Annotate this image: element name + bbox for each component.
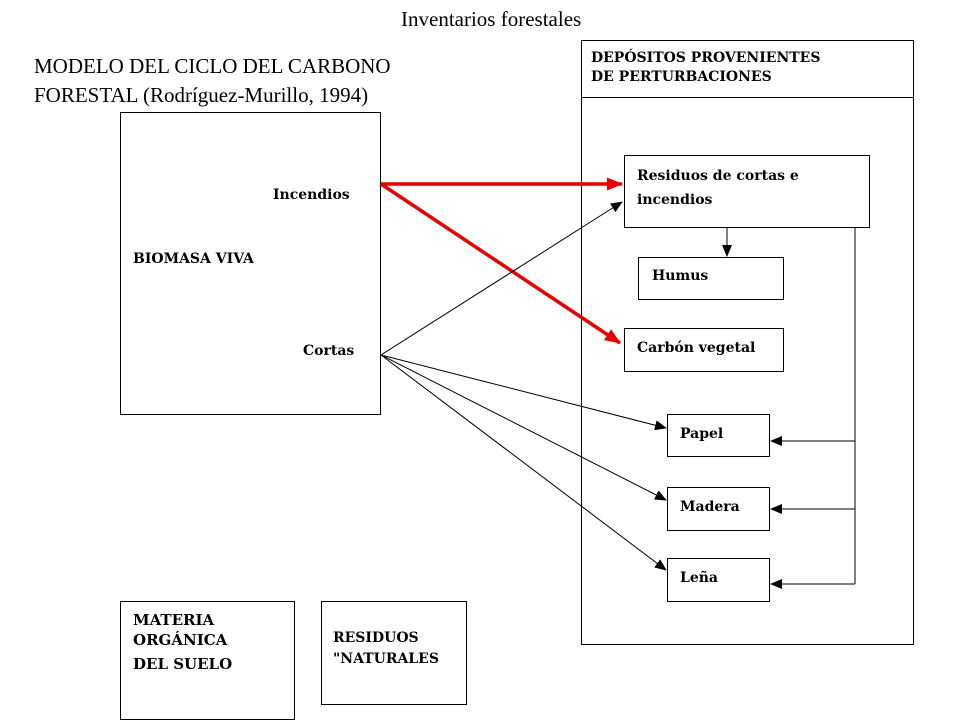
materia-organica-label: MATERIA ORGÁNICA DEL SUELO — [133, 610, 232, 674]
residuos-naturales-label: RESIDUOS "NATURALES — [333, 628, 439, 670]
materia-organica-line-1: MATERIA — [133, 611, 215, 629]
residuos-cortas-line-2: incendios — [637, 192, 713, 208]
biomasa-viva-box — [120, 112, 381, 415]
carbon-vegetal-box — [624, 328, 784, 372]
cortas-to-lena-arrow — [380, 354, 667, 571]
materia-organica-line-3: DEL SUELO — [133, 655, 233, 673]
residuos-cortas-box — [624, 155, 870, 228]
carbon-vegetal-label: Carbón vegetal — [637, 340, 756, 356]
cortas-to-madera-arrow — [380, 354, 667, 501]
cortas-label: Cortas — [303, 343, 355, 359]
depositos-title-line-2: DE PERTURBACIONES — [591, 69, 772, 85]
madera-box — [667, 487, 770, 531]
materia-organica-box — [120, 601, 295, 720]
depositos-header-box — [581, 40, 914, 98]
humus-box — [638, 257, 784, 300]
depositos-title: DEPÓSITOS PROVENIENTES DE PERTURBACIONES — [591, 49, 820, 87]
lena-label: Leña — [680, 570, 719, 586]
humus-label: Humus — [652, 268, 709, 284]
biomasa-viva-label: BIOMASA VIVA — [133, 251, 254, 267]
cortas-to-papel-arrow — [380, 354, 667, 431]
papel-box — [667, 414, 770, 457]
residuos-cortas-label: Residuos de cortas e incendios — [637, 164, 799, 212]
materia-organica-line-2: ORGÁNICA — [133, 631, 228, 649]
residuos-cortas-line-1: Residuos de cortas e — [637, 168, 799, 184]
cortas-to-residuos-arrow — [380, 201, 623, 356]
residuos-naturales-box — [321, 601, 467, 705]
diagram-title-line-1: MODELO DEL CICLO DEL CARBONO — [34, 54, 391, 78]
incendios-to-carbon-arrow — [380, 182, 621, 345]
incendios-label: Incendios — [273, 187, 350, 203]
diagram-title: MODELO DEL CICLO DEL CARBONO FORESTAL (R… — [34, 52, 391, 110]
papel-label: Papel — [680, 426, 724, 442]
depositos-title-line-1: DEPÓSITOS PROVENIENTES — [591, 50, 821, 66]
residuos-naturales-line-2: "NATURALES — [333, 651, 439, 667]
diagram-title-line-2: FORESTAL (Rodríguez-Murillo, 1994) — [34, 83, 369, 107]
residuos-naturales-line-1: RESIDUOS — [333, 630, 419, 646]
madera-label: Madera — [680, 499, 740, 515]
page-header: Inventarios forestales — [401, 7, 582, 31]
lena-box — [667, 558, 770, 602]
